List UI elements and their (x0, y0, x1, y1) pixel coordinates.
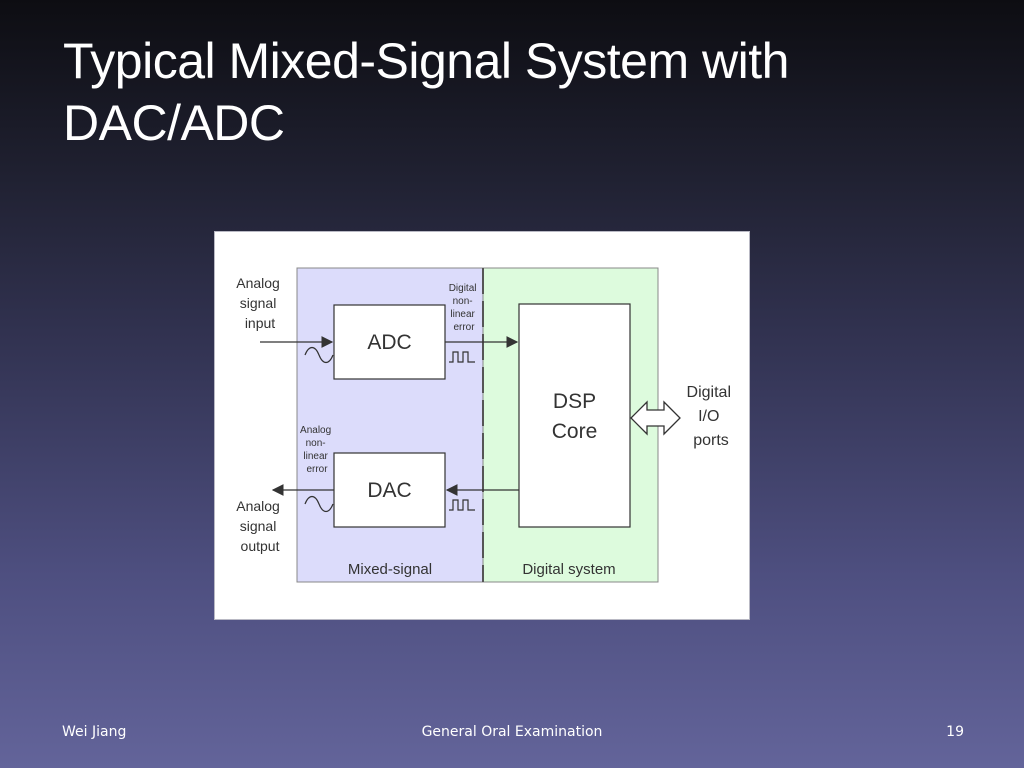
analog-error-label: Analog non- linear error (300, 425, 334, 475)
mixed-signal-region-label: Mixed-signal (348, 561, 432, 578)
footer-author: Wei Jiang (62, 724, 127, 740)
dsp-label-line-1: DSP (553, 390, 596, 413)
dac-label: DAC (367, 479, 411, 502)
sine-wave-icon (304, 495, 334, 513)
mixed-signal-system-diagram: ADC DAC DSP Core Analog signal input Ana… (214, 231, 750, 620)
footer-presentation-title: General Oral Examination (421, 724, 603, 740)
diagram-canvas: ADC DAC DSP Core Analog signal input Ana… (236, 267, 736, 583)
sine-wave-icon (304, 346, 334, 364)
digital-system-region-label: Digital system (522, 561, 615, 578)
digital-io-label: Digital I/O ports (687, 384, 736, 449)
dac-block (333, 452, 446, 528)
square-pulse-icon (449, 351, 475, 363)
slide-title: Typical Mixed-Signal System with DAC/ADC (63, 30, 963, 154)
adc-label: ADC (367, 331, 411, 354)
digital-error-label: Digital non- linear error (449, 283, 480, 333)
dsp-label-line-2: Core (552, 420, 598, 443)
adc-block (333, 304, 446, 380)
title-line-2: DAC/ADC (63, 95, 285, 151)
square-pulse-icon (449, 499, 475, 511)
analog-output-label: Analog signal output (236, 498, 283, 554)
analog-input-label: Analog signal input (236, 275, 283, 331)
digital-io-double-arrow (630, 400, 681, 436)
dsp-core-block (518, 303, 631, 528)
title-line-1: Typical Mixed-Signal System with (63, 33, 789, 89)
footer-page-number: 19 (946, 724, 964, 740)
